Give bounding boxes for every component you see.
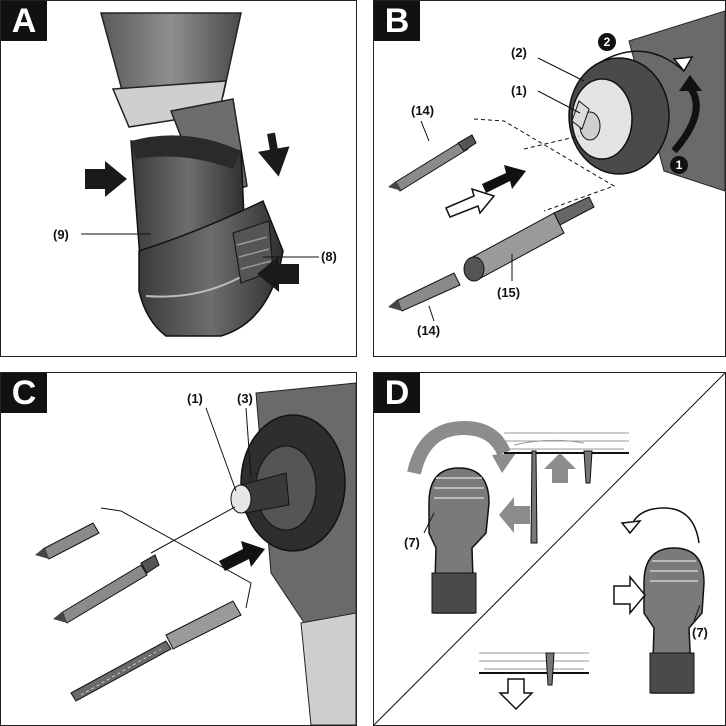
label-battery: (9) bbox=[53, 227, 69, 242]
rotation-arrow-icon bbox=[620, 507, 700, 544]
drill-icon bbox=[230, 382, 356, 725]
rotation-arrow-icon bbox=[598, 50, 702, 154]
step-one-badge: 1 bbox=[670, 156, 688, 174]
push-arrow-icon bbox=[613, 574, 646, 616]
screw-icon bbox=[583, 450, 593, 484]
rotation-direction-illustration bbox=[374, 373, 725, 725]
drill-bit-icon bbox=[530, 450, 538, 544]
panel-a-badge: A bbox=[1, 1, 47, 41]
label-bit-holder: (1) bbox=[511, 83, 527, 98]
panel-b-badge: B bbox=[374, 1, 420, 41]
screwdriver-bit-icon bbox=[388, 134, 477, 192]
label-switch-left: (7) bbox=[404, 535, 420, 550]
panel-a-battery-insertion: A (9) (8) bbox=[0, 0, 357, 357]
battery-pack-icon bbox=[130, 135, 284, 337]
step-two-badge: 2 bbox=[598, 33, 616, 51]
panel-d-badge: D bbox=[374, 373, 420, 413]
adapter-icon bbox=[463, 196, 595, 282]
label-chuck-attachment: (3) bbox=[237, 391, 253, 406]
panel-b-bit-insertion: B (2) (1) (14) (15) (14) 2 1 bbox=[373, 0, 726, 357]
label-bit-holder: (1) bbox=[187, 391, 203, 406]
push-arrow-icon bbox=[499, 497, 530, 533]
screwdriver-bit-icon bbox=[53, 554, 160, 624]
label-switch-right: (7) bbox=[692, 625, 708, 640]
push-arrow-icon bbox=[219, 541, 265, 571]
battery-insertion-illustration bbox=[81, 12, 319, 337]
rotation-arrow-icon bbox=[407, 420, 516, 475]
drill-icon bbox=[428, 467, 490, 614]
drill-icon bbox=[568, 10, 725, 192]
drill-icon bbox=[643, 547, 705, 694]
label-bit-bottom: (14) bbox=[417, 323, 441, 338]
bit-insertion-illustration bbox=[388, 10, 725, 322]
push-arrow-icon bbox=[85, 132, 299, 292]
drill-bit-icon bbox=[70, 600, 242, 702]
screw-icon bbox=[545, 652, 555, 686]
wood-board-icon bbox=[504, 432, 629, 454]
screwdriver-bit-icon bbox=[388, 272, 461, 312]
label-release-button: (8) bbox=[321, 249, 337, 264]
panel-d-rotation-direction: D (7) (7) bbox=[373, 372, 726, 726]
wood-board-icon bbox=[479, 652, 589, 674]
label-adapter: (15) bbox=[497, 285, 521, 300]
screwdriver-bit-icon bbox=[35, 522, 100, 560]
push-arrow-icon bbox=[544, 453, 576, 483]
panel-c-badge: C bbox=[1, 373, 47, 413]
push-arrow-icon bbox=[498, 678, 534, 711]
bit-types-illustration bbox=[35, 382, 356, 725]
label-chuck: (2) bbox=[511, 45, 527, 60]
label-bit-top: (14) bbox=[411, 103, 435, 118]
panel-c-bit-types: C (1) (3) bbox=[0, 372, 357, 726]
push-arrow-icon bbox=[445, 165, 526, 218]
